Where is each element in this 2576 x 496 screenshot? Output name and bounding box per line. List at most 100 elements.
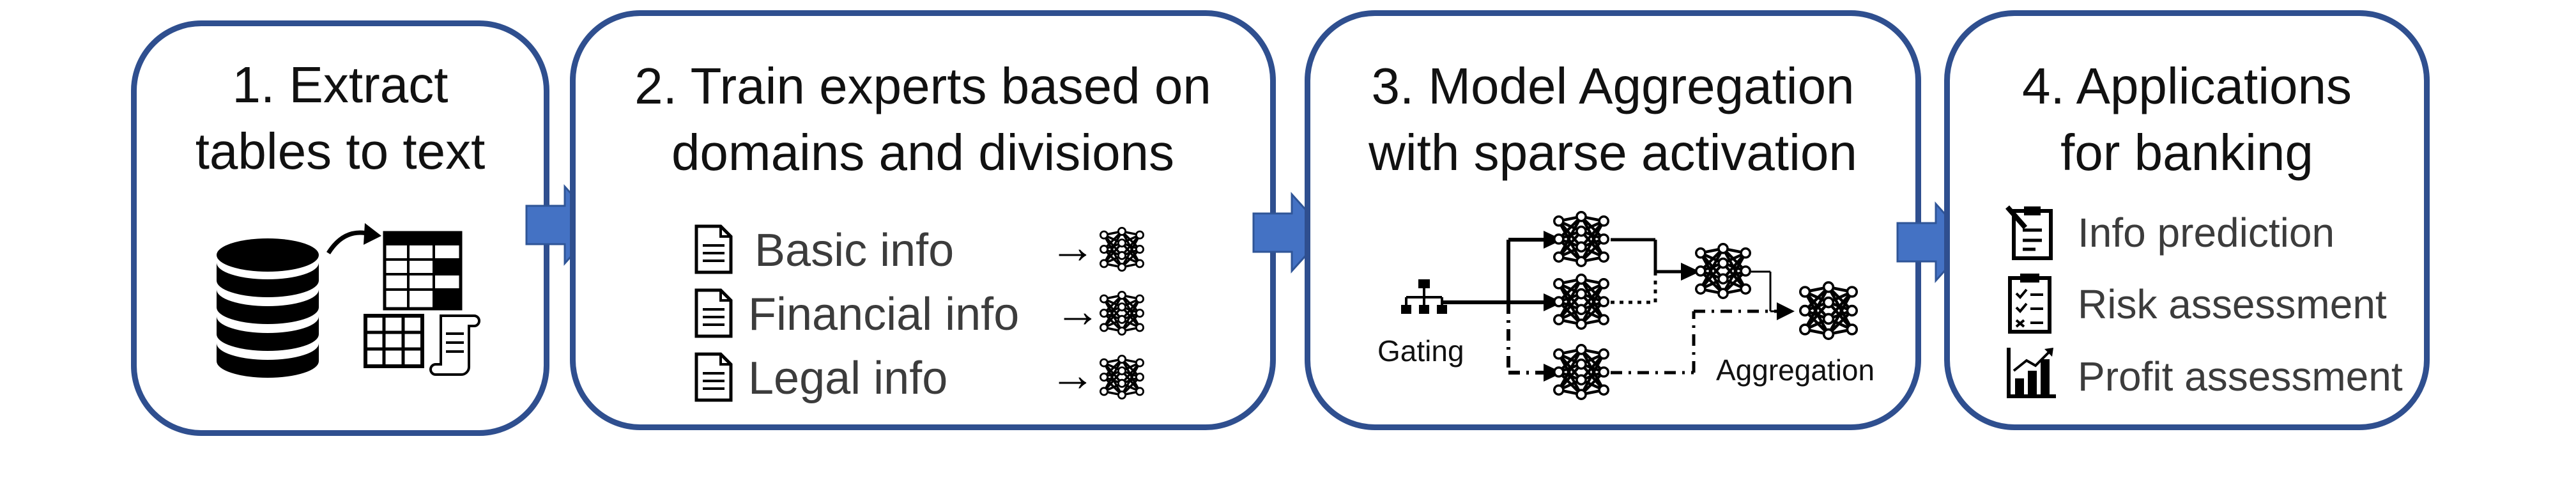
network-node xyxy=(1135,259,1144,268)
database-icon xyxy=(217,238,319,378)
network-node xyxy=(1100,294,1108,304)
network-node xyxy=(1575,318,1587,330)
network-node xyxy=(1717,257,1729,269)
neural-network-icon xyxy=(1100,227,1144,275)
network-node xyxy=(1135,387,1144,396)
network-node xyxy=(1135,358,1144,368)
network-node xyxy=(1100,230,1108,240)
neural-network-icon xyxy=(1100,291,1144,339)
neural-network-icon xyxy=(1553,211,1609,270)
step-title: 2. Train experts based on domains and di… xyxy=(576,53,1270,186)
network-node xyxy=(1135,323,1144,332)
checklist-icon xyxy=(2008,274,2051,334)
step-title: 4. Applications for banking xyxy=(1950,53,2424,186)
step-title: 1. Extract tables to text xyxy=(137,52,544,185)
bar-chart-icon xyxy=(2007,348,2056,398)
network-node xyxy=(1100,245,1108,254)
network-node xyxy=(1575,358,1587,370)
network-node xyxy=(1553,215,1565,227)
network-node xyxy=(1100,323,1108,332)
network-node xyxy=(1117,391,1126,399)
step-title-line2: for banking xyxy=(2060,124,2313,181)
neural-network-graphic xyxy=(1100,291,1144,336)
network-node xyxy=(1135,230,1144,240)
network-node xyxy=(1553,233,1565,245)
curved-arrow-icon xyxy=(326,223,381,254)
network-node xyxy=(1553,278,1565,290)
gating-label: Gating xyxy=(1377,334,1464,368)
network-node xyxy=(1100,358,1108,368)
network-node xyxy=(1740,265,1751,277)
application-label: Risk assessment xyxy=(2078,281,2387,327)
clipboard-pen-icon xyxy=(2005,205,2053,260)
network-node xyxy=(1695,283,1706,295)
network-node xyxy=(1553,366,1565,378)
network-node xyxy=(1717,243,1729,254)
network-node xyxy=(1695,247,1706,259)
network-node xyxy=(1117,314,1126,324)
network-node xyxy=(1598,233,1609,245)
network-node xyxy=(1598,348,1609,360)
network-node xyxy=(1598,384,1609,396)
neural-network-graphic xyxy=(1100,355,1144,399)
step-title-line2: with sparse activation xyxy=(1368,124,1857,181)
neural-network-graphic xyxy=(1553,211,1609,267)
expert-domain-label: Financial info xyxy=(748,289,1020,340)
network-node xyxy=(1117,355,1126,364)
network-node xyxy=(1117,378,1126,388)
network-node xyxy=(1135,309,1144,318)
network-node xyxy=(1598,215,1609,227)
network-node xyxy=(1799,286,1811,298)
network-node xyxy=(1553,296,1565,307)
routing-lines xyxy=(1441,231,1795,382)
neural-network-icon xyxy=(1553,344,1609,403)
network-node xyxy=(1822,328,1835,340)
network-node xyxy=(1553,348,1565,360)
application-label: Info prediction xyxy=(2078,210,2335,256)
step-title-line1: 2. Train experts based on xyxy=(634,58,1211,114)
neural-network-graphic xyxy=(1553,344,1609,400)
network-node xyxy=(1799,323,1811,336)
neural-network-graphic xyxy=(1695,243,1751,299)
grid-table-icon xyxy=(364,314,424,368)
network-node xyxy=(1575,274,1587,285)
network-node xyxy=(1117,238,1126,248)
arrow-glyph: → xyxy=(1050,222,1096,273)
network-node xyxy=(1598,251,1609,263)
network-node xyxy=(1135,245,1144,254)
step-title-line2: tables to text xyxy=(195,123,486,180)
document-icon xyxy=(694,224,733,274)
network-node xyxy=(1135,373,1144,382)
neural-network-graphic xyxy=(1100,227,1144,272)
network-node xyxy=(1740,283,1751,295)
network-node xyxy=(1598,366,1609,378)
network-node xyxy=(1100,259,1108,268)
step-train-experts-panel: 2. Train experts based on domains and di… xyxy=(570,10,1276,430)
neural-network-icon xyxy=(1799,281,1858,343)
network-node xyxy=(1575,389,1587,400)
network-node xyxy=(1846,323,1858,336)
application-label: Profit assessment xyxy=(2078,353,2403,399)
network-node xyxy=(1846,304,1858,317)
document-icon xyxy=(694,288,733,338)
neural-network-icon xyxy=(1100,355,1144,403)
network-node xyxy=(1553,314,1565,325)
neural-network-graphic xyxy=(1553,274,1609,330)
network-node xyxy=(1740,247,1751,259)
network-node xyxy=(1100,387,1108,396)
network-node xyxy=(1575,256,1587,267)
network-node xyxy=(1717,288,1729,299)
network-node xyxy=(1717,273,1729,285)
network-node xyxy=(1117,251,1126,260)
hierarchy-icon xyxy=(1401,279,1447,314)
network-node xyxy=(1553,384,1565,396)
network-node xyxy=(1117,302,1126,312)
expert-domain-label: Legal info xyxy=(748,353,948,404)
document-icon xyxy=(694,352,733,402)
network-node xyxy=(1117,263,1126,272)
network-node xyxy=(1822,296,1835,309)
network-node xyxy=(1598,278,1609,290)
step-extract-panel: 1. Extract tables to text xyxy=(131,20,549,436)
network-node xyxy=(1822,313,1835,325)
step-title-line1: 3. Model Aggregation xyxy=(1371,58,1855,114)
